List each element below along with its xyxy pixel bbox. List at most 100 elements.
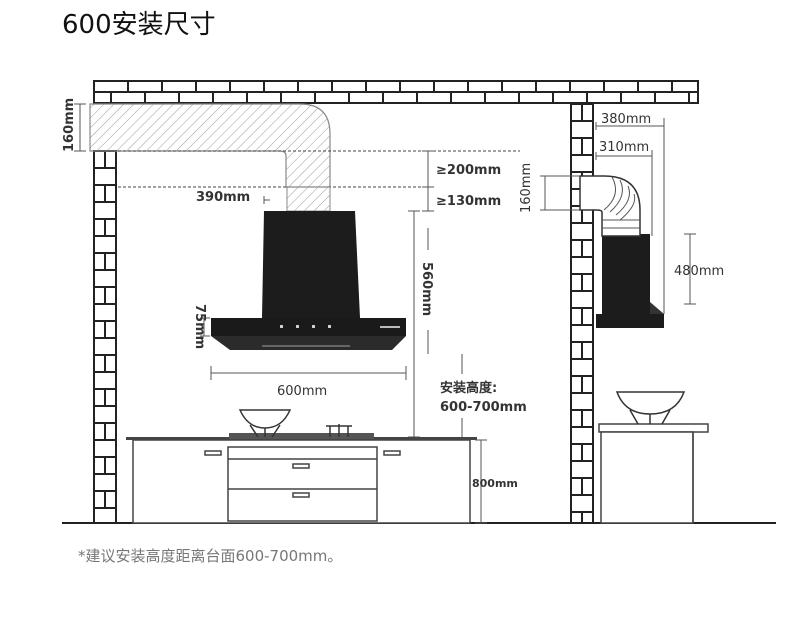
cabinet-height-label: 800mm [472,477,518,490]
brick [93,91,112,104]
brick [570,511,583,524]
brand-mark [380,326,400,328]
brick [93,269,117,288]
brick [570,409,583,428]
brick [144,91,180,104]
brick [570,460,594,479]
brick [603,80,639,93]
brick [104,218,117,237]
installation-footnote: *建议安装高度距离台面600-700mm。 [78,547,343,565]
brick [570,239,583,258]
brick [654,91,690,104]
brick [570,426,594,445]
brick [581,375,594,394]
brick [246,91,282,104]
brick [331,80,367,93]
brick [399,80,435,93]
side-duct-height-label: 160mm [519,163,534,213]
brick [93,303,117,322]
side-view-brick-wall [570,103,594,524]
brick [93,456,106,475]
brick [581,511,594,524]
brick [93,150,106,169]
brick [581,477,594,496]
brick [570,341,583,360]
brick [127,80,163,93]
brick [93,167,117,186]
side-hood-panel [596,314,664,328]
cabinet-height-dimension: 800mm [472,439,518,524]
brick [104,286,117,305]
brick [570,392,594,411]
exhaust-duct [89,103,331,188]
brick [569,80,605,93]
side-duct-height-dimension: 160mm [519,163,580,213]
brick [570,120,594,139]
side-body-height-label: 480mm [674,264,724,279]
hood-chimney-connector [286,186,331,212]
brick [104,150,117,169]
brick [104,184,117,203]
brick [552,91,588,104]
side-cabinet [598,391,709,524]
brick [93,201,117,220]
brick [314,91,350,104]
brick [178,91,214,104]
brick [93,473,117,492]
brick [581,341,594,360]
brick [348,91,384,104]
brick [93,80,129,93]
duct-height-label: 160mm [62,98,77,152]
brick [93,490,106,509]
brick [280,91,316,104]
control-indicators [280,325,331,328]
ceiling-brick-wall [93,80,699,104]
panel-height-dimension: 75mm [192,304,210,349]
brick [93,252,106,271]
brick [570,307,583,326]
brick [581,409,594,428]
brick [570,256,594,275]
side-flexible-duct [579,175,641,237]
brick [518,91,554,104]
brick [93,337,117,356]
brick [484,91,520,104]
brick [93,354,106,373]
brick [93,184,106,203]
brick [195,80,231,93]
top-width-dimension: 390mm [196,190,270,205]
side-hood-body [602,234,650,316]
brick [104,320,117,339]
brick [581,103,594,122]
duct-height-dimension: 160mm [62,98,86,152]
brick [581,307,594,326]
clearance-130-label: ≥130mm [436,194,501,209]
brick [570,358,594,377]
brick [297,80,333,93]
hood-width-dimension: 600mm [210,366,407,399]
install-height-title: 安装高度: [440,380,497,396]
brick [671,80,699,93]
brick [535,80,571,93]
cooktop-with-wok [229,409,374,439]
page-title: 600安装尺寸 [62,10,216,40]
brick [570,137,583,156]
range-hood-bottom [211,336,406,350]
range-hood-panel [211,318,406,336]
body-height-label: 560mm [419,262,434,316]
top-width-label: 390mm [196,190,250,205]
clearance-dimensions: ≥200mm ≥130mm [422,150,501,212]
brick [93,405,117,424]
brick [161,80,197,93]
brick [570,443,583,462]
brick [93,388,106,407]
brick [93,371,117,390]
brick [212,91,248,104]
brick [93,218,106,237]
body-height-dimension: 560mm [408,210,434,438]
brick [93,439,117,458]
brick [104,252,117,271]
brick [688,91,699,104]
brick [433,80,469,93]
